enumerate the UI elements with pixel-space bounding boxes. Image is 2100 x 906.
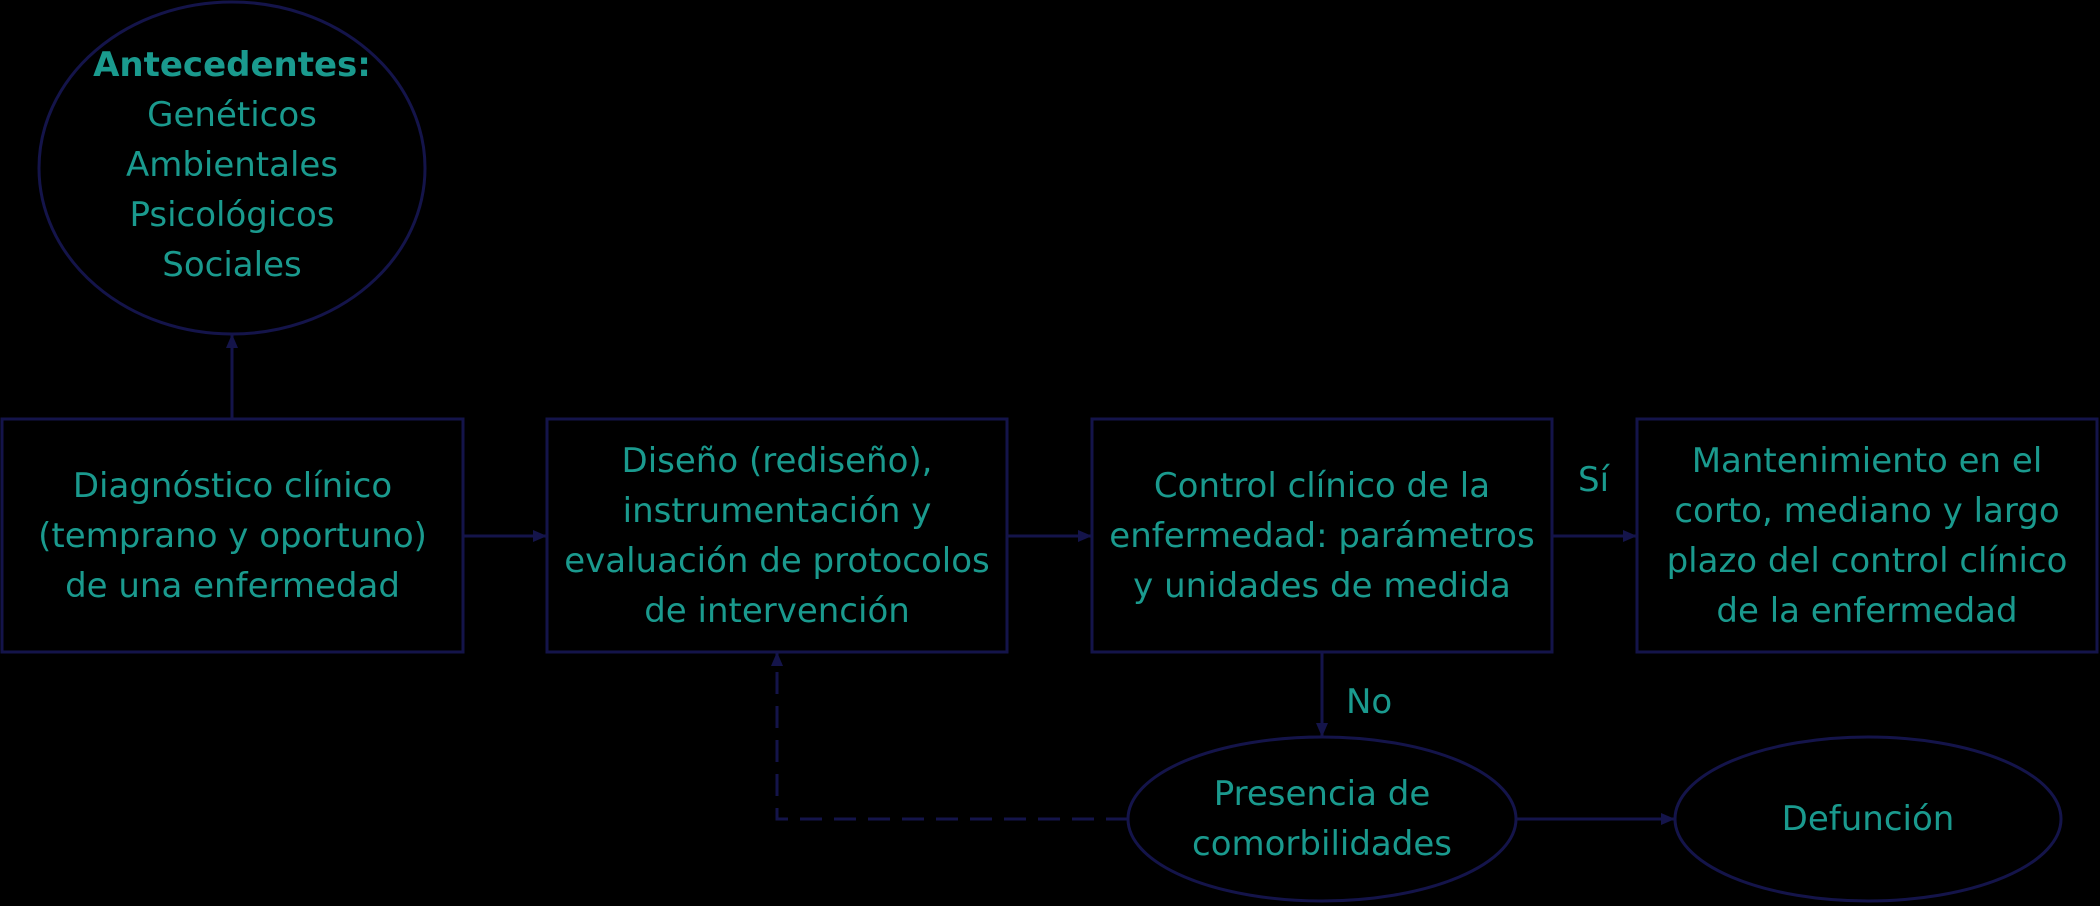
defuncion-text: Defunción [1686,794,2050,844]
edge-label-no: No [1346,682,1393,722]
antecedentes-item: Sociales [162,245,302,285]
antecedentes-item: Ambientales [125,145,339,185]
comorbilidades-line: Presencia de [1213,774,1431,814]
diagnostico-line: de una enfermedad [65,565,400,606]
control-text: Control clínico de la enfermedad: paráme… [1092,419,1552,652]
diseno-text: Diseño (rediseño), instrumentación y eva… [547,419,1007,652]
antecedentes-text: Antecedentes: Genéticos Ambientales Psic… [40,40,424,290]
mantenimiento-line: de la enfermedad [1716,590,2018,631]
diseno-line: instrumentación y [622,490,932,531]
mantenimiento-text: Mantenimiento en el corto, mediano y lar… [1637,419,2097,652]
diagnostico-line: (temprano y oportuno) [38,515,427,556]
control-line: y unidades de medida [1133,565,1511,606]
comorbilidades-text: Presencia de comorbilidades [1140,769,1504,869]
diagnostico-text: Diagnóstico clínico (temprano y oportuno… [2,419,463,652]
diseno-line: evaluación de protocolos [564,540,990,581]
control-line: enfermedad: parámetros [1109,515,1535,556]
comorbilidades-line: comorbilidades [1192,824,1452,864]
diseno-line: de intervención [644,590,910,631]
defuncion-line: Defunción [1781,799,1955,839]
antecedentes-item: Psicológicos [129,195,335,235]
diseno-line: Diseño (rediseño), [621,440,933,481]
antecedentes-item: Genéticos [147,95,317,135]
diagnostico-line: Diagnóstico clínico [72,465,393,506]
mantenimiento-box [1635,417,2099,654]
antecedentes-title: Antecedentes: [93,45,371,85]
mantenimiento-line: plazo del control clínico [1666,540,2068,581]
mantenimiento-line: corto, mediano y largo [1674,490,2060,531]
dashed-feedback-comorbilidades-to-diseno [771,652,1128,821]
control-line: Control clínico de la [1153,465,1491,506]
defuncion-ellipse [1673,735,2063,903]
mantenimiento-line: Mantenimiento en el [1691,440,2043,481]
edge-label-si: Sí [1578,460,1610,500]
